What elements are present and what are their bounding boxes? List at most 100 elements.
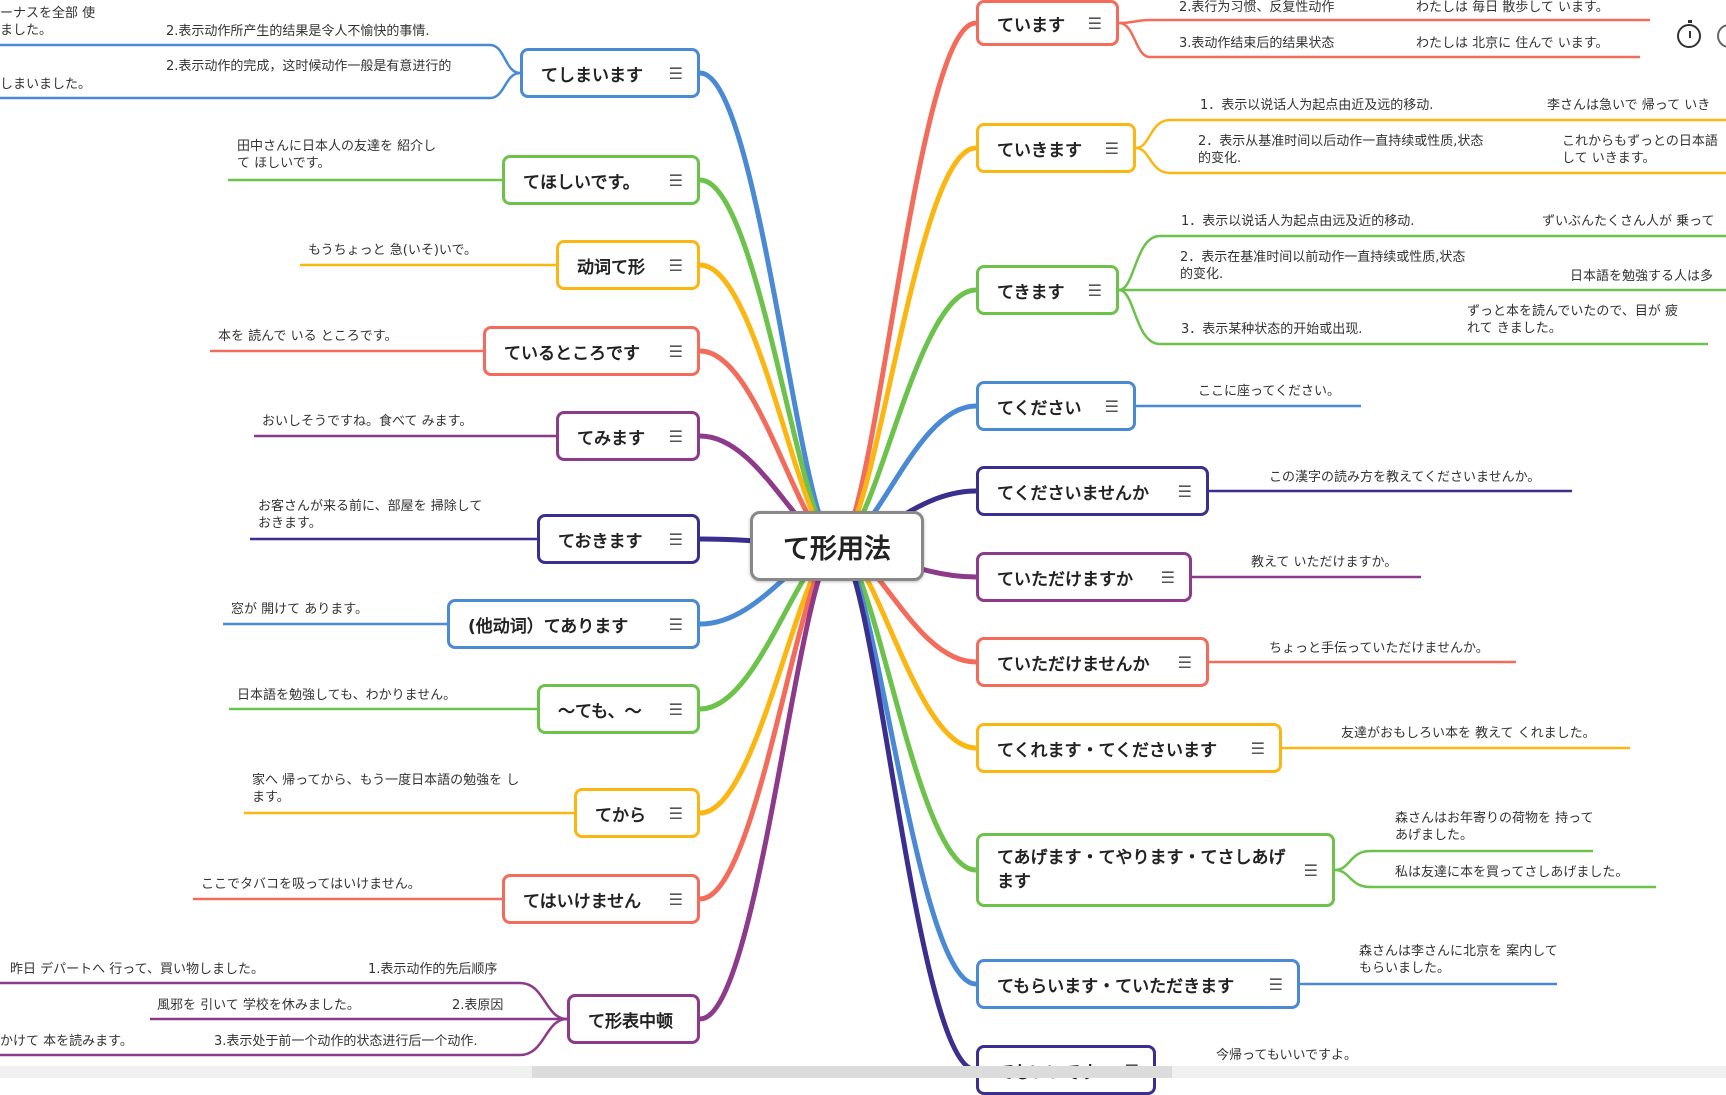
timer-icon[interactable] [1677,20,1701,48]
leaf-text: ちょっと手伝っていただけませんか。 [1269,641,1489,656]
notes-icon[interactable]: ☰ [668,426,683,446]
node-tehaikemasen[interactable]: てはいけません ☰ [502,874,700,924]
leaf-text: ずいぶんたくさん人が 乗って [1542,214,1715,229]
leaf-connector [1117,234,1162,292]
leaf-text: 森さんはお年寄りの荷物を 持って あげました。 [1395,811,1594,843]
node-teitadakemasuka[interactable]: ていただけますか☰ [976,552,1192,602]
node-teshimaimasu[interactable]: てしまいます☰ [520,48,700,98]
leaf-text: 本を 読んで いる ところです。 [218,329,398,344]
leaf-text: 2.表示动作所产生的结果是令人不愉快的事情. [166,24,430,39]
node-tekei-chuudon[interactable]: て形表中顿 [567,994,700,1044]
notes-icon[interactable]: ☰ [1250,738,1265,758]
node-label: てはいけません [523,891,642,912]
node-tehoshiidesu[interactable]: てほしいです。 ☰ [502,155,700,205]
leaf-text: 3.表示处于前一个动作的状态进行后一个动作. [214,1034,478,1049]
leaf-text: 2.表示动作的完成，这时候动作一般是有意进行的 [166,59,452,74]
leaf-text: 3.表动作结束后的结果状态 [1179,36,1335,51]
node-label: てから [595,805,646,826]
leaf-text: 日本語を勉強しても、わかりません。 [237,688,457,703]
leaf-text: 2.表行为习惯、反复性动作 [1179,0,1335,15]
leaf-text: ーナスを全部 使ました。 [0,6,96,38]
node-label: ているところです [504,343,640,364]
notes-icon[interactable]: ☰ [668,255,683,275]
leaf-connector [1117,288,1162,346]
node-temimasu[interactable]: てみます ☰ [556,411,700,461]
leaf-text: 1．表示以说话人为起点由远及近的移动. [1181,214,1415,229]
node-tekimasu[interactable]: てきます☰ [976,265,1119,315]
node-teimasu[interactable]: ています ☰ [976,0,1119,46]
central-topic[interactable]: て形用法 [750,511,924,581]
notes-icon[interactable]: ☰ [1177,652,1192,672]
notes-icon[interactable]: ☰ [1160,567,1175,587]
notes-icon[interactable]: ☰ [668,803,683,823]
leaf-text: 李さんは急いで 帰って いき [1547,98,1711,113]
leaf-text: 家へ 帰ってから、もう一度日本語の勉強を します。 [252,773,520,805]
leaf-text: 友達がおもしろい本を 教えて くれました。 [1341,726,1596,741]
node-label: てください [997,398,1082,419]
leaf-connector [1117,21,1152,59]
node-teagemasu[interactable]: てあげます・てやります・てさしあげます ☰ [976,833,1335,907]
node-label: ておきます [558,531,643,552]
node-tekara[interactable]: てから ☰ [574,788,700,838]
horizontal-scrollbar-thumb[interactable] [532,1066,1172,1078]
leaf-connector [488,71,522,100]
leaf-text: 2.表原因 [452,998,504,1013]
branch-curve [697,543,840,1022]
leaf-text: 窓が 開けて あります。 [231,602,368,617]
leaf-text: 田中さんに日本人の友達を 紹介して ほしいです。 [237,139,437,171]
notes-icon[interactable]: ☰ [668,529,683,549]
node-label: てあげます・てやります・てさしあげます [997,848,1286,892]
node-label: てくださいませんか [997,483,1149,504]
node-label: 动词て形 [577,257,645,278]
notes-icon[interactable]: ☰ [668,889,683,909]
leaf-text: 2．表示从基准时间以后动作一直持续或性质,状态的变化. [1198,134,1484,166]
node-temoraimasu[interactable]: てもらいます・ていただきます☰ [976,959,1300,1009]
notes-icon[interactable]: ☰ [668,699,683,719]
leaf-text: 今帰ってもいいですよ。 [1216,1048,1358,1063]
node-tearimasu[interactable]: (他动词）てあります ☰ [447,599,700,649]
leaf-connector [1134,118,1172,150]
node-teitadakemasenka[interactable]: ていただけませんか☰ [976,637,1209,687]
leaf-text: わたしは 北京に 住んで います。 [1416,36,1609,51]
leaf-text: 2．表示在基准时间以前动作一直持续或性质,状态的变化. [1180,250,1466,282]
notes-icon[interactable]: ☰ [668,614,683,634]
branch-curve [834,145,979,549]
leaf-text: 日本語を勉強する人は多 [1570,269,1714,284]
notes-icon[interactable]: ☰ [1104,138,1119,158]
leaf-text: わたしは 毎日 散歩して います。 [1416,0,1609,15]
notes-icon[interactable]: ☰ [1268,974,1283,994]
node-tekudasaimasenka[interactable]: てくださいませんか ☰ [976,466,1209,516]
notes-icon[interactable]: ☰ [1303,860,1318,880]
leaf-text: 1．表示以说话人为起点由近及远的移动. [1200,98,1434,113]
node-teikimasu[interactable]: ていきます☰ [976,123,1136,173]
leaf-connector [1117,18,1152,25]
notes-icon[interactable]: ☰ [668,341,683,361]
leaf-text: 風邪を 引いて 学校を休みました。 [157,998,360,1013]
node-label: てほしいです。 [523,172,640,193]
node-label: てくれます・てくださいます [997,740,1217,761]
node-label: て形表中顿 [588,1011,673,1032]
leaf-text: この漢字の読み方を教えてくださいませんか。 [1269,470,1541,485]
node-label: ています [997,15,1065,36]
leaf-text: 1.表示动作的先后顺序 [368,962,498,977]
leaf-text: 森さんは李さんに北京を 案内して もらいました。 [1359,944,1558,976]
notes-icon[interactable]: ☰ [668,63,683,83]
node-temo[interactable]: ～ても、～☰ [537,684,700,734]
leaf-connector [1333,868,1372,889]
node-teokimasu[interactable]: ておきます ☰ [537,514,700,564]
leaf-connector [1333,849,1372,872]
notes-icon[interactable]: ☰ [1087,13,1102,33]
notes-icon[interactable]: ☰ [1087,280,1102,300]
leaf-connector [518,981,569,1021]
node-label: (他动词）てあります [468,616,629,637]
node-tekuremasu[interactable]: てくれます・てくださいます ☰ [976,723,1282,773]
notes-icon[interactable]: ☰ [668,170,683,190]
node-doushi-tekei[interactable]: 动词て形 ☰ [556,240,700,290]
node-label: てみます [577,428,645,449]
node-tekudasai[interactable]: てください ☰ [976,381,1136,431]
notes-icon[interactable]: ☰ [1177,481,1192,501]
notes-icon[interactable]: ☰ [1104,396,1119,416]
leaf-text: かけて 本を読みます。 [0,1034,133,1049]
node-teirutokorodesu[interactable]: ているところです ☰ [483,326,700,376]
leaf-text: ここに座ってください。 [1198,384,1340,399]
